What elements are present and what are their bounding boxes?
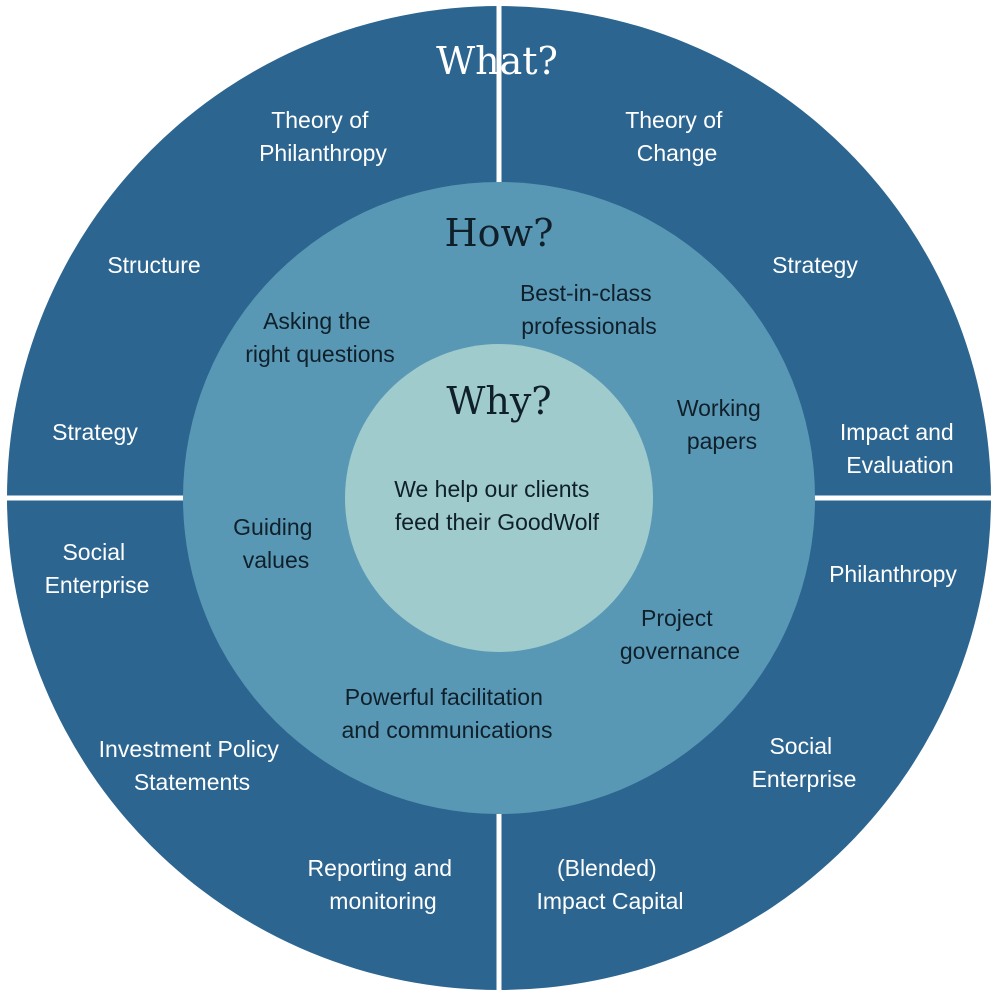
what-heading: What?	[436, 39, 558, 83]
social-enterprise-left-label: Social Enterprise	[45, 539, 150, 598]
best-in-class-label: Best-in-class professionals	[520, 280, 658, 339]
impact-and-evaluation-label: Impact and Evaluation	[840, 419, 960, 478]
theory-of-philanthropy-label: Theory of Philanthropy	[259, 107, 387, 166]
social-enterprise-right-label: Social Enterprise	[752, 733, 857, 792]
strategy-left-label: Strategy	[52, 419, 138, 445]
philanthropy-label: Philanthropy	[829, 561, 957, 587]
why-heading: Why?	[446, 379, 551, 423]
strategy-right-label: Strategy	[772, 252, 858, 278]
why-statement: We help our clients feed their GoodWolf	[394, 476, 599, 535]
project-governance-label: Project governance	[620, 605, 740, 664]
structure-label: Structure	[107, 252, 200, 278]
facilitation-label: Powerful facilitation and communications	[342, 684, 553, 743]
core-circle-why	[345, 344, 653, 652]
theory-of-change-label: Theory of Change	[625, 107, 729, 166]
guiding-values-label: Guiding values	[233, 514, 319, 573]
working-papers-label: Working papers	[677, 395, 767, 454]
reporting-label: Reporting and monitoring	[308, 855, 459, 914]
how-heading: How?	[445, 211, 554, 255]
asking-questions-label: Asking the right questions	[245, 308, 395, 367]
investment-policy-label: Investment Policy Statements	[99, 736, 286, 795]
impact-capital-label: (Blended) Impact Capital	[536, 855, 683, 914]
